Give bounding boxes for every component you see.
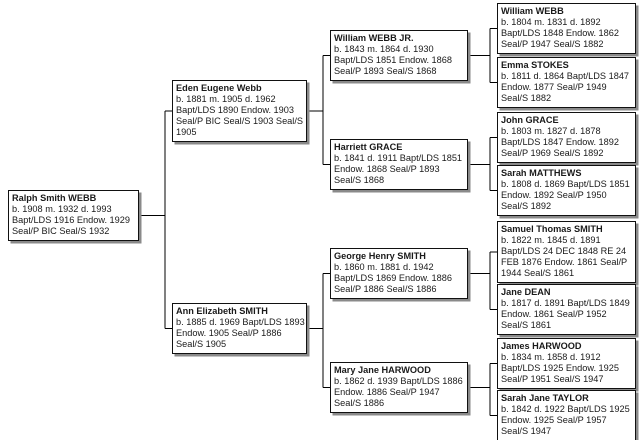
person-name: John GRACE <box>501 115 559 125</box>
person-box-sarah-jane-taylor[interactable]: Sarah Jane TAYLOR b. 1842 d. 1922 Bapt/L… <box>497 390 636 440</box>
person-name: Ann Elizabeth SMITH <box>176 306 268 316</box>
person-box-ralph-smith-webb[interactable]: Ralph Smith WEBB b. 1908 m. 1932 d. 1993… <box>8 190 139 241</box>
person-box-ann-elizabeth-smith[interactable]: Ann Elizabeth SMITH b. 1885 d. 1969 Bapt… <box>172 303 307 354</box>
person-name: Sarah MATTHEWS <box>501 168 582 178</box>
person-name: Ralph Smith WEBB <box>12 193 97 203</box>
person-box-mary-jane-harwood[interactable]: Mary Jane HARWOOD b. 1862 d. 1939 Bapt/L… <box>330 362 468 413</box>
person-name: William WEBB <box>501 6 564 16</box>
person-box-harriett-grace[interactable]: Harriett GRACE b. 1841 d. 1911 Bapt/LDS … <box>330 139 468 190</box>
person-name: James HARWOOD <box>501 341 582 351</box>
person-box-eden-eugene-webb[interactable]: Eden Eugene Webb b. 1881 m. 1905 d. 1962… <box>172 80 307 142</box>
person-name: Jane DEAN <box>501 287 551 297</box>
person-name: Harriett GRACE <box>334 142 403 152</box>
person-name: Eden Eugene Webb <box>176 83 262 93</box>
person-box-sarah-matthews[interactable]: Sarah MATTHEWS b. 1808 d. 1869 Bapt/LDS … <box>497 165 636 216</box>
person-name: George Henry SMITH <box>334 251 426 261</box>
person-name: Samuel Thomas SMITH <box>501 224 603 234</box>
person-box-william-webb-jr[interactable]: William WEBB JR. b. 1843 m. 1864 d. 1930… <box>330 30 468 81</box>
person-name: Mary Jane HARWOOD <box>334 365 431 375</box>
person-box-emma-stokes[interactable]: Emma STOKES b. 1811 d. 1864 Bapt/LDS 184… <box>497 57 636 108</box>
person-name: William WEBB JR. <box>334 33 414 43</box>
person-box-samuel-thomas-smith[interactable]: Samuel Thomas SMITH b. 1822 m. 1845 d. 1… <box>497 221 636 283</box>
person-name: Emma STOKES <box>501 60 569 70</box>
person-name: Sarah Jane TAYLOR <box>501 393 589 403</box>
person-box-george-henry-smith[interactable]: George Henry SMITH b. 1860 m. 1881 d. 19… <box>330 248 468 299</box>
